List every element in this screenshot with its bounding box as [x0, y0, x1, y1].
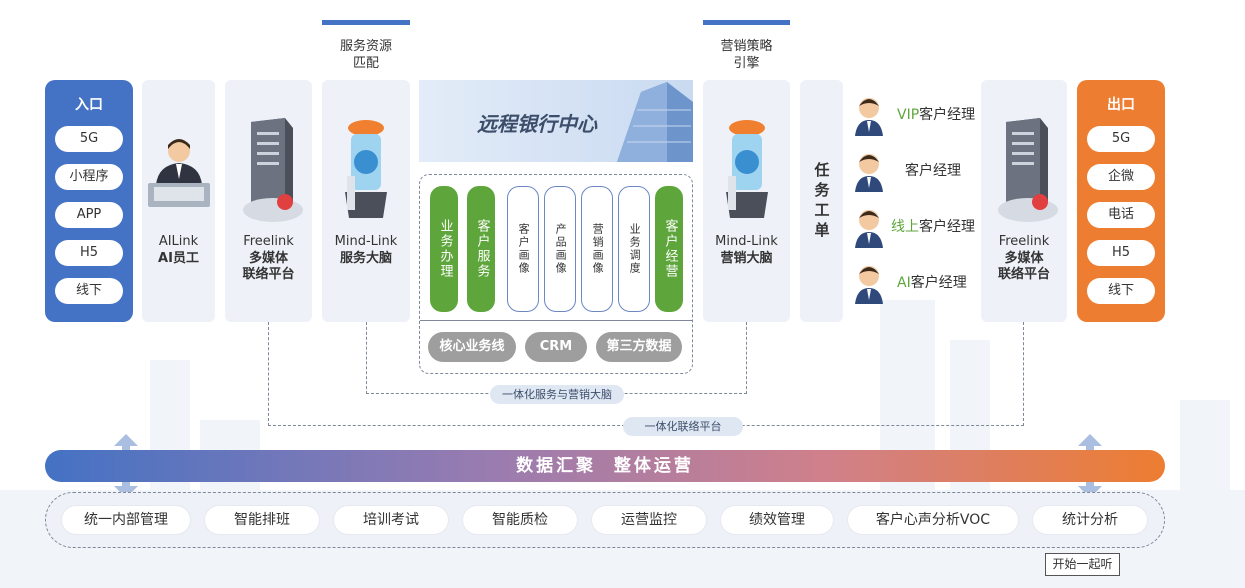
- avatar-icon-manager: [855, 154, 883, 192]
- entry-item-offline: 线下: [55, 278, 123, 304]
- tag-service-match: 服务资源 匹配: [322, 20, 410, 76]
- tag-marketing-line2: 引擎: [733, 56, 760, 71]
- freelink-left-cn2: 联络平台: [242, 267, 295, 282]
- tag-marketing-line1: 营销策略: [720, 39, 773, 54]
- data-ops-bar-text: 数据汇聚 整体运营: [516, 456, 694, 476]
- brain-icon-service: [345, 120, 387, 218]
- avatar-icon-online: [855, 210, 883, 248]
- exit-item-wecom: 企微: [1087, 164, 1155, 190]
- connector-platform-label: 一体化联络平台: [623, 417, 743, 436]
- col-customer-operation: 客户经营: [655, 186, 683, 312]
- center-dashed-box: [419, 174, 693, 374]
- tag-marketing-engine: 营销策略 引擎: [703, 20, 790, 76]
- task-label: 任务工单: [814, 161, 830, 239]
- manager-vip-text: 客户经理: [919, 107, 976, 123]
- ailink-label-cn: AI员工: [158, 251, 199, 266]
- avatar-icon-vip: [855, 98, 883, 136]
- center-banner: 远程银行中心: [419, 80, 693, 162]
- mind-service-cn: 服务大脑: [339, 251, 392, 266]
- col-customer-profile: 客户画像: [507, 186, 539, 312]
- manager-ai: AI客户经理: [885, 268, 989, 298]
- center-divider: [420, 320, 692, 321]
- data-ops-bar: 数据汇聚 整体运营: [45, 450, 1165, 482]
- manager-ai-text: 客户经理: [910, 275, 967, 291]
- building-icon: [617, 82, 693, 162]
- entry-title: 入口: [75, 97, 103, 113]
- entry-item-h5: H5: [55, 240, 123, 266]
- mind-marketing-cn: 营销大脑: [720, 251, 773, 266]
- ops-item-voc: 客户心声分析VOC: [848, 506, 1018, 534]
- ops-item-stats: 统计分析: [1033, 506, 1147, 534]
- ops-item-qa: 智能质检: [463, 506, 577, 534]
- exit-item-offline: 线下: [1087, 278, 1155, 304]
- pill-crm: CRM: [525, 332, 587, 362]
- freelink-right-cn2: 联络平台: [997, 267, 1050, 282]
- entry-item-5g: 5G: [55, 126, 123, 152]
- manager-ai-prefix: AI: [897, 275, 911, 291]
- manager-vip-prefix: VIP: [897, 107, 920, 123]
- exit-item-phone: 电话: [1087, 202, 1155, 228]
- exit-title: 出口: [1107, 97, 1135, 113]
- col-customer-service: 客户服务: [467, 186, 495, 312]
- mind-marketing-en: Mind-Link: [715, 234, 778, 249]
- manager-regular-text: 客户经理: [905, 163, 961, 179]
- freelink-right-cn1: 多媒体: [1004, 251, 1044, 266]
- col-marketing-profile: 营销画像: [581, 186, 613, 312]
- freelink-right-en: Freelink: [998, 234, 1050, 249]
- exit-item-5g: 5G: [1087, 126, 1155, 152]
- entry-item-miniapp: 小程序: [55, 164, 123, 190]
- ops-item-internal-mgmt: 统一内部管理: [62, 506, 190, 534]
- mind-service-en: Mind-Link: [334, 234, 398, 249]
- ailink-label-en: AILink: [158, 234, 199, 249]
- tag-service-line1: 服务资源: [339, 39, 392, 54]
- ops-item-performance: 绩效管理: [721, 506, 833, 534]
- ai-employee-icon: [148, 139, 210, 207]
- corner-label[interactable]: 开始一起听: [1045, 553, 1120, 576]
- connector-platform: [268, 322, 1024, 426]
- ops-item-scheduling: 智能排班: [205, 506, 319, 534]
- manager-online: 线上客户经理: [885, 212, 989, 242]
- pill-core-business: 核心业务线: [428, 332, 516, 362]
- col-business-dispatch: 业务调度: [618, 186, 650, 312]
- brain-icon-marketing: [726, 120, 768, 218]
- freelink-left-en: Freelink: [243, 234, 294, 249]
- manager-online-text: 客户经理: [919, 219, 975, 235]
- connector-brain-label: 一体化服务与营销大脑: [490, 385, 624, 404]
- center-banner-title: 远程银行中心: [477, 112, 597, 136]
- manager-online-prefix: 线上: [891, 219, 919, 235]
- manager-regular: 客户经理: [885, 156, 989, 186]
- col-business-handle: 业务办理: [430, 186, 458, 312]
- ops-item-monitor: 运营监控: [592, 506, 706, 534]
- task-panel: [800, 80, 843, 322]
- server-icon-right: [998, 118, 1058, 222]
- entry-item-app: APP: [55, 202, 123, 228]
- manager-vip: VIP客户经理: [885, 100, 989, 130]
- col-product-profile: 产品画像: [544, 186, 576, 312]
- pill-third-party: 第三方数据: [596, 332, 682, 362]
- avatar-icon-ai: [855, 266, 883, 304]
- exit-item-h5: H5: [1087, 240, 1155, 266]
- ops-item-training: 培训考试: [334, 506, 448, 534]
- server-icon-left: [243, 118, 303, 222]
- freelink-left-cn1: 多媒体: [248, 251, 288, 266]
- tag-service-line2: 匹配: [352, 56, 379, 71]
